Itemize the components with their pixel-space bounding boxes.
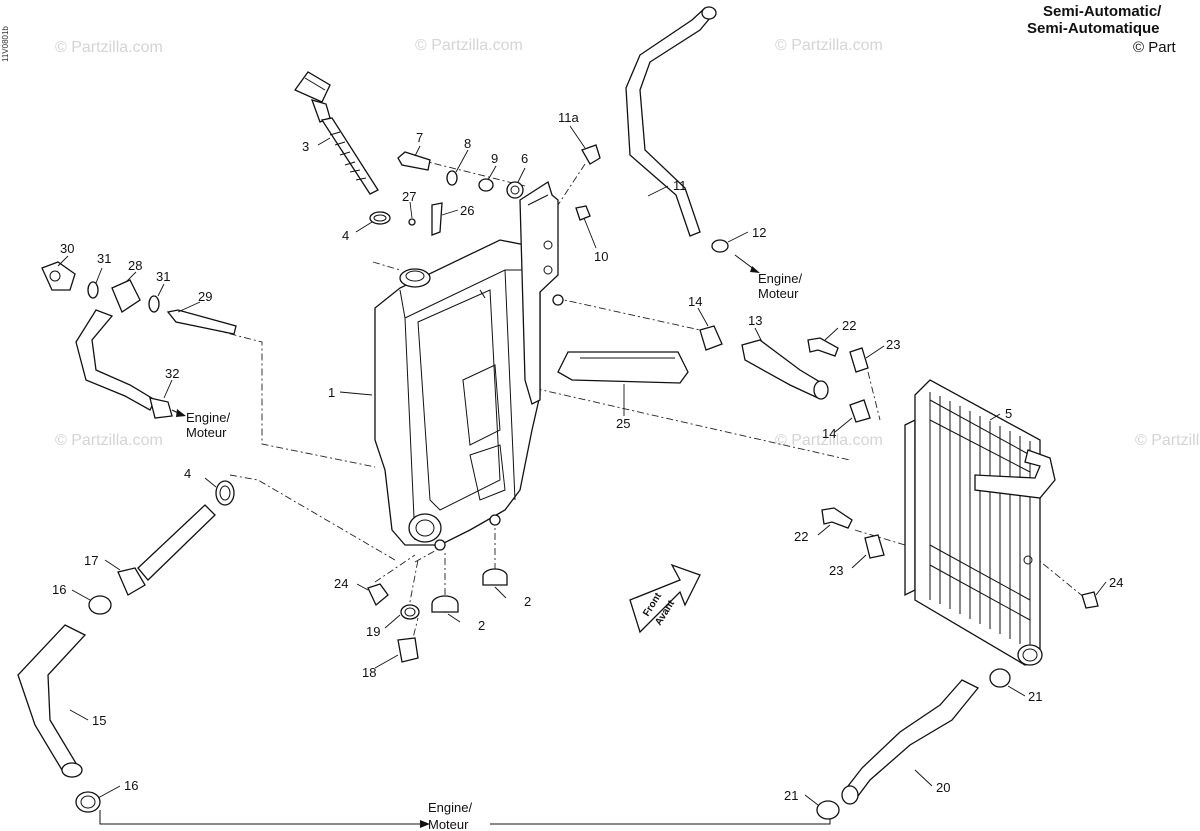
header-line-2: Semi-Automatique [1027, 20, 1160, 37]
clamp-14-top [699, 325, 723, 351]
callout-28: 28 [128, 258, 142, 273]
callout-7: 7 [416, 130, 423, 145]
callout-4: 4 [184, 466, 191, 481]
callout-30: 30 [60, 241, 74, 256]
watermark: © Partzilla.com [775, 432, 883, 449]
watermark: © Partzilla.com [415, 37, 523, 54]
callout-16: 16 [52, 582, 66, 597]
vent-hose-11 [625, 7, 717, 237]
cage-nut-23-top [849, 347, 869, 373]
clamp-21-upper [989, 668, 1011, 688]
oil-tank [374, 239, 541, 551]
callout-8: 8 [464, 136, 471, 151]
callout-24: 24 [334, 576, 348, 591]
callout-31: 31 [156, 269, 170, 284]
callout-25: 25 [616, 416, 630, 431]
tank-lower-hardware [367, 568, 508, 663]
callout-31: 31 [97, 251, 111, 266]
callout-29: 29 [198, 289, 212, 304]
bolt-22-top [807, 337, 839, 357]
callout-10: 10 [594, 249, 608, 264]
callout-15: 15 [92, 713, 106, 728]
clamp-16-top [88, 595, 112, 615]
callout-11: 11 [673, 178, 687, 193]
bolt-22-lower [821, 507, 853, 529]
bracket-hardware [397, 151, 591, 306]
watermark: © Partzilla.com [55, 39, 163, 56]
callout-13: 13 [748, 313, 762, 328]
oil-cooler [904, 379, 1056, 666]
clamp-21-lower [816, 800, 840, 820]
header-copyright: © Part [1133, 39, 1177, 56]
drawing-code: 11V0801b [1, 26, 10, 62]
watermark: © Partzilla.com [775, 37, 883, 54]
clamp-12 [711, 239, 729, 253]
clamp-16-bottom [75, 791, 101, 813]
hose-clip-11a [581, 144, 601, 165]
clamp-14-bottom [849, 399, 871, 423]
callout-labels: 1 2 2 3 4 4 5 6 7 8 9 10 11 11a 12 13 14… [52, 110, 1123, 803]
callout-3: 3 [302, 139, 309, 154]
callout-22: 22 [794, 529, 808, 544]
callout-21: 21 [784, 788, 798, 803]
callout-14: 14 [688, 294, 702, 309]
callout-17: 17 [84, 553, 98, 568]
callout-12: 12 [752, 225, 766, 240]
callout-5: 5 [1005, 406, 1012, 421]
hose-15 [17, 624, 87, 776]
watermark: © Partzilla.com [1135, 432, 1200, 449]
engine-line-right [490, 812, 831, 825]
callout-6: 6 [521, 151, 528, 166]
o-ring-top [369, 211, 391, 225]
destination-moteur-label: Moteur [428, 817, 469, 831]
hose-to-fitting [75, 309, 156, 411]
callout-4: 4 [342, 228, 349, 243]
callout-19: 19 [366, 624, 380, 639]
bolt-24-right [1081, 591, 1099, 609]
destination-moteur-label: Moteur [186, 425, 227, 440]
callout-1: 1 [328, 385, 335, 400]
callout-26: 26 [460, 203, 474, 218]
callout-2: 2 [524, 594, 531, 609]
callout-21: 21 [1028, 689, 1042, 704]
destination-moteur-label: Moteur [758, 286, 799, 301]
callout-18: 18 [362, 665, 376, 680]
callout-27: 27 [402, 189, 416, 204]
destination-engine-label: Engine/ [428, 800, 472, 815]
dipstick [294, 71, 379, 195]
callout-20: 20 [936, 780, 950, 795]
front-direction-arrow: Front Avant [629, 563, 701, 634]
cage-nut-23-lower [864, 534, 885, 559]
mounting-bracket [519, 180, 559, 405]
banjo-fitting-group [41, 261, 237, 335]
callout-23: 23 [829, 563, 843, 578]
fitting-32 [149, 397, 173, 419]
callout-9: 9 [491, 151, 498, 166]
watermark-layer: © Partzilla.com © Partzilla.com © Partzi… [55, 37, 1200, 449]
header-line-1: Semi-Automatic/ [1043, 3, 1162, 20]
suction-pipe [137, 504, 216, 581]
callout-32: 32 [165, 366, 179, 381]
watermark: © Partzilla.com [55, 432, 163, 449]
callout-2: 2 [478, 618, 485, 633]
callout-22: 22 [842, 318, 856, 333]
destination-engine-label: Engine/ [186, 410, 230, 425]
callout-14: 14 [822, 426, 836, 441]
destination-engine-label: Engine/ [758, 271, 802, 286]
callout-24: 24 [1109, 575, 1123, 590]
hose-25 [557, 351, 689, 384]
leader-lines [57, 125, 1107, 806]
callout-16: 16 [124, 778, 138, 793]
o-ring-lower [215, 480, 235, 506]
callout-23: 23 [886, 337, 900, 352]
hose-20 [844, 679, 980, 801]
fitting-17 [117, 567, 146, 596]
callout-11a: 11a [558, 110, 579, 125]
engine-line-left [99, 810, 420, 825]
